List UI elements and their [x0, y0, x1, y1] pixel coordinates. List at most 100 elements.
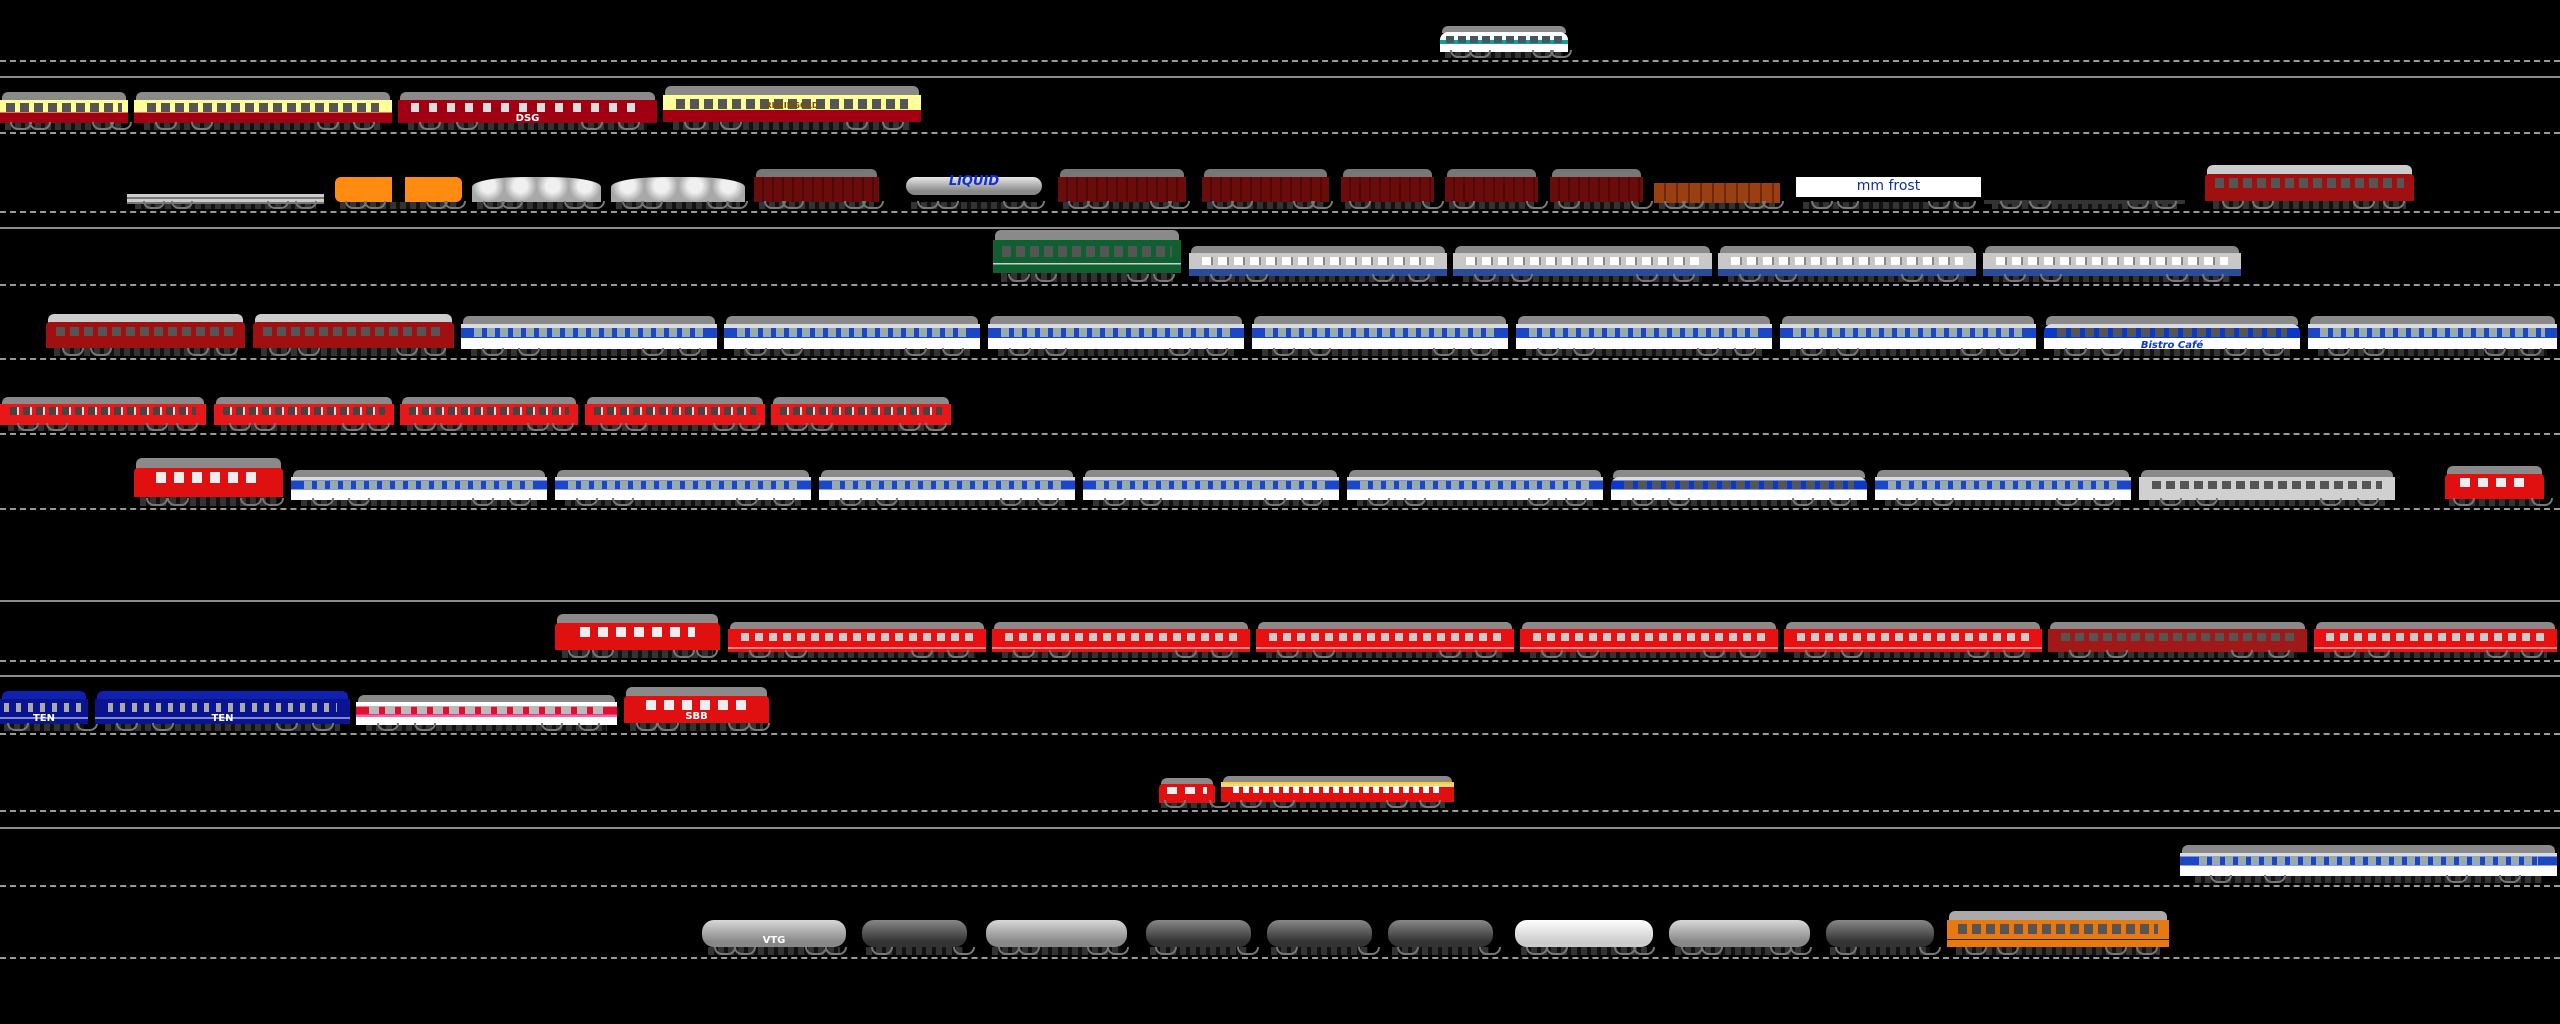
boxcar[interactable] — [1341, 169, 1444, 209]
tank-wagon[interactable] — [1388, 911, 1501, 955]
rheingold-coach[interactable] — [134, 92, 392, 130]
car-underframe — [1063, 201, 1181, 209]
boxcar[interactable] — [1058, 169, 1191, 209]
tank-wagon[interactable] — [1669, 911, 1812, 955]
tank-wagon[interactable] — [1515, 911, 1656, 955]
s-bahn-coach[interactable] — [585, 397, 765, 431]
ic-coach[interactable] — [461, 316, 717, 356]
red-coach[interactable] — [2048, 622, 2307, 658]
ic-coach[interactable] — [1252, 316, 1508, 356]
car-underframe — [134, 203, 317, 209]
bogie-wheel-icon — [1895, 498, 1918, 506]
car-underframe — [1621, 499, 1857, 506]
car-windows — [645, 700, 748, 710]
ic-coach[interactable] — [1611, 470, 1867, 506]
red-coach[interactable] — [1784, 622, 2042, 658]
ic-coach[interactable] — [1516, 316, 1772, 356]
railbus[interactable] — [1440, 26, 1573, 58]
ten-sleeper[interactable]: TEN — [95, 691, 350, 731]
ic-coach[interactable] — [555, 470, 811, 506]
track-5 — [0, 358, 2560, 360]
rheingold-coach[interactable] — [0, 92, 133, 130]
pink-coach[interactable] — [356, 695, 617, 731]
bistro-car[interactable]: Bistro Café — [2044, 316, 2300, 356]
diesel-loco[interactable] — [46, 314, 245, 356]
red-coach[interactable] — [2314, 622, 2557, 658]
ic-coach[interactable] — [1875, 470, 2131, 506]
s-bahn-coach[interactable] — [214, 397, 394, 431]
ic-coach[interactable] — [819, 470, 1075, 506]
ic-coach[interactable] — [1083, 470, 1339, 506]
diesel-loco[interactable] — [2205, 165, 2414, 209]
silberling[interactable] — [1189, 246, 1447, 282]
dsg-dining-car[interactable]: DSG — [398, 92, 657, 130]
bogie-wheel-icon — [1631, 498, 1654, 506]
silberling[interactable] — [1983, 246, 2241, 282]
baggage-car[interactable] — [2139, 470, 2395, 506]
car-underframe — [5, 123, 123, 130]
boxcar[interactable] — [754, 169, 884, 209]
ic-coach[interactable] — [2308, 316, 2557, 356]
sbb-loco[interactable]: SBB — [624, 687, 771, 731]
bogie-wheel-icon — [1272, 348, 1295, 356]
red-coach[interactable] — [1520, 622, 1778, 658]
rheingold-dome-car[interactable]: RHEINGOLD — [663, 86, 921, 130]
s-bahn-coach[interactable] — [400, 397, 578, 431]
diesel-loco[interactable] — [253, 314, 454, 356]
boxcar[interactable] — [1445, 169, 1548, 209]
excavator-flat[interactable] — [335, 169, 467, 209]
stake-flat[interactable] — [1984, 179, 2185, 209]
red-coach[interactable] — [1256, 622, 1514, 658]
red-coach[interactable] — [992, 622, 1250, 658]
ic-coach[interactable] — [291, 470, 547, 506]
bogie-wheel-icon — [1762, 201, 1785, 209]
ic-coach[interactable] — [1347, 470, 1603, 506]
ic-coach[interactable] — [988, 316, 1244, 356]
shunter[interactable] — [1159, 778, 1231, 808]
pipe-flat[interactable] — [127, 181, 324, 209]
open-wagon[interactable] — [1654, 177, 1785, 209]
tank-wagon[interactable] — [1146, 911, 1259, 955]
s-bahn-coach[interactable] — [0, 397, 206, 431]
container-flat[interactable]: mm frost — [1796, 169, 1981, 209]
red-electric-loco[interactable] — [134, 458, 284, 506]
tank-wagon[interactable] — [1826, 911, 1942, 955]
orange-diesel-loco[interactable] — [1947, 911, 2169, 955]
green-electric-loco[interactable] — [993, 230, 1181, 282]
car-roof — [557, 470, 809, 478]
tank-wagon[interactable] — [862, 911, 975, 955]
bogie-wheel-icon — [1834, 947, 1857, 955]
boxcar[interactable] — [1202, 169, 1334, 209]
shunter[interactable] — [2445, 466, 2553, 506]
car-body — [1654, 183, 1780, 204]
bogie-wheel-icon — [311, 498, 334, 506]
tank-wagon[interactable] — [986, 911, 1129, 955]
obb-loco[interactable] — [555, 614, 720, 658]
liquid-tank[interactable]: LIQUID — [906, 169, 1045, 209]
car-windows — [156, 472, 261, 483]
red-coach[interactable] — [728, 622, 986, 658]
s-bahn-coach[interactable] — [771, 397, 951, 431]
silberling[interactable] — [1453, 246, 1712, 282]
ic-coach[interactable] — [1780, 316, 2036, 356]
tank-wagon[interactable]: VTG — [702, 911, 848, 955]
silberling[interactable] — [1718, 246, 1976, 282]
car-roof — [1782, 316, 2034, 325]
bogie-wheel-icon — [1804, 650, 1827, 658]
boxcar[interactable] — [1550, 169, 1653, 209]
bogie-wheel-icon — [861, 201, 884, 209]
car-windows — [146, 103, 380, 112]
car-windows — [1995, 256, 2229, 265]
ten-sleeper[interactable]: TEN — [0, 691, 99, 731]
tank-wagon[interactable] — [1267, 911, 1380, 955]
ic-coach[interactable] — [724, 316, 980, 356]
silo-wagon[interactable] — [472, 169, 605, 209]
red-cream-coach[interactable] — [1221, 776, 1454, 808]
car-body — [1388, 919, 1493, 948]
emu[interactable] — [2180, 845, 2557, 883]
car-underframe — [301, 499, 537, 506]
bogie-wheel-icon — [1367, 498, 1390, 506]
car-underframe — [1530, 651, 1768, 658]
bogie-wheel-icon — [1700, 947, 1723, 955]
silo-wagon[interactable] — [611, 169, 749, 209]
